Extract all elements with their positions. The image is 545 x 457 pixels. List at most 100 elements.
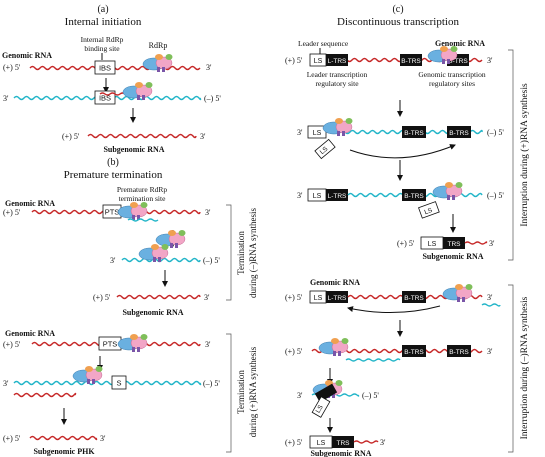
rdrp-finger — [445, 182, 453, 188]
strand-end-label: (+) 5' — [285, 347, 303, 356]
ls-label: LS — [314, 58, 323, 65]
rdrp-active-site — [132, 347, 135, 352]
rdrp-finger — [130, 334, 138, 340]
strand-end-label: 3' — [206, 63, 212, 72]
rdrp-active-site — [132, 215, 135, 220]
subgenomic-rna-label: Subgenomic RNA — [422, 252, 483, 261]
subgenomic-strand — [353, 440, 379, 444]
strand-end-label: 3' — [3, 379, 9, 388]
b-trs-label: B-TRS — [404, 295, 424, 302]
rdrp-complex — [442, 284, 473, 302]
rdrp-finger — [455, 284, 463, 290]
strand-end-label: 3' — [200, 132, 206, 141]
strand-end-label: 3' — [487, 347, 493, 356]
rdrp-domain — [140, 334, 148, 340]
strand-end-label: 3' — [380, 438, 386, 447]
b-trs-box — [400, 54, 422, 66]
b-trs-box — [402, 345, 426, 357]
pts-callout-line2: termination site — [119, 194, 167, 203]
rdrp-domain — [465, 284, 473, 290]
l-trs-box — [326, 189, 348, 201]
strand-end-label: 3' — [487, 293, 493, 302]
rdrp-active-site — [462, 297, 465, 302]
rdrp-label: RdRp — [149, 41, 168, 50]
strand-end-label: 3' — [297, 391, 303, 400]
strand-end-label: 3' — [204, 293, 210, 302]
b-trs-label: B-TRS — [404, 130, 424, 137]
rdrp-active-site — [92, 379, 95, 384]
strand-end-label: 3' — [489, 239, 495, 248]
strand-end-label: (+) 5' — [3, 63, 21, 72]
l-trs-label: L-TRS — [328, 58, 347, 65]
rdrp-complex — [322, 118, 353, 136]
b-trs-label: B-TRS — [401, 58, 421, 65]
rdrp-active-site — [342, 131, 345, 136]
rdrp-active-site — [447, 59, 450, 64]
rdrp-finger — [335, 118, 343, 124]
minus-strand — [121, 257, 201, 263]
trs-box — [443, 237, 465, 249]
l-trs-box — [326, 291, 348, 303]
strand-end-label: 3' — [110, 256, 116, 265]
rdrp-active-site — [457, 297, 460, 302]
rdrp-finger — [130, 202, 138, 208]
bracket-top — [226, 204, 232, 301]
rdrp-complex — [117, 202, 148, 220]
rdrp-active-site — [338, 351, 341, 356]
strand-end-label: (+) 5' — [285, 438, 303, 447]
strand-end-label: (–) 5' — [487, 128, 504, 137]
strand-end-label: (–) 5' — [487, 191, 504, 200]
b-trs-box — [402, 291, 426, 303]
strand-end-label: (+) 5' — [285, 56, 303, 65]
strand-end-label: (–) 5' — [203, 256, 220, 265]
genomic-rna-label: Genomic RNA — [5, 199, 55, 208]
rdrp-complex — [138, 244, 169, 262]
panel-a: (a) Internal initiation Genomic RNA Inte… — [2, 4, 221, 154]
strand-end-label: 3' — [297, 128, 303, 137]
b-trs-box — [447, 345, 471, 357]
l-trs-box — [326, 54, 348, 66]
side-label-top-1: Termination — [236, 231, 246, 275]
rdrp-active-site — [170, 243, 173, 248]
rdrp-domain — [140, 202, 148, 208]
subgenomic-rna-label-2: Subgenomic PHK — [33, 447, 95, 456]
jump-arrow — [347, 305, 441, 313]
b-trs-label: B-TRS — [449, 130, 469, 137]
panel-c-title: Discontinuous transcription — [337, 16, 459, 28]
side-label-top: Interruption during (+)RNA synthesis — [519, 83, 530, 227]
rdrp-active-site — [153, 257, 156, 262]
rdrp-active-site — [137, 347, 140, 352]
ibs-label: IBS — [99, 64, 111, 73]
strand-end-label: (–) 5' — [204, 94, 221, 103]
rdrp-domain — [450, 46, 458, 52]
subgenomic-strand — [87, 133, 197, 139]
pts-callout-line1: Premature RdRp — [117, 185, 167, 194]
strand-end-label: (–) 5' — [203, 379, 220, 388]
bracket-top — [508, 49, 514, 261]
rdrp-domain — [161, 244, 169, 250]
genomic-rna-label: Genomic RNA — [435, 39, 485, 48]
strand-end-label: (+) 5' — [3, 340, 21, 349]
side-label-bottom-2: during (+)RNA synthesis — [248, 346, 258, 437]
b-trs-label: B-TRS — [404, 349, 424, 356]
rdrp-complex — [117, 334, 148, 352]
subgenomic-strand — [116, 294, 201, 300]
leader-sequence-label: Leader sequence — [298, 39, 349, 48]
rdrp-domain — [178, 230, 186, 236]
l-trs-label: L-TRS — [328, 193, 347, 200]
panel-b-letter: (b) — [107, 157, 119, 168]
rdrp-active-site — [332, 393, 335, 398]
genomic-rna-label: Genomic RNA — [310, 278, 360, 287]
genomic-trs-line2: regulatory sites — [429, 79, 475, 88]
rdrp-complex — [122, 82, 153, 100]
ls-box — [418, 201, 440, 219]
strand-end-label: 3' — [297, 191, 303, 200]
ls-label: LS — [428, 241, 437, 248]
panel-c: (c) Discontinuous transcription Leader s… — [285, 4, 530, 457]
side-label-bottom: Interruption during (–)RNA synthesis — [519, 296, 530, 439]
pts-label: S — [116, 379, 121, 388]
genomic-trs-line1: Genomic transcription — [418, 70, 486, 79]
strand-end-label: (+) 5' — [3, 434, 21, 443]
strand-end-label: (–) 5' — [362, 391, 379, 400]
pts-box — [111, 375, 127, 390]
